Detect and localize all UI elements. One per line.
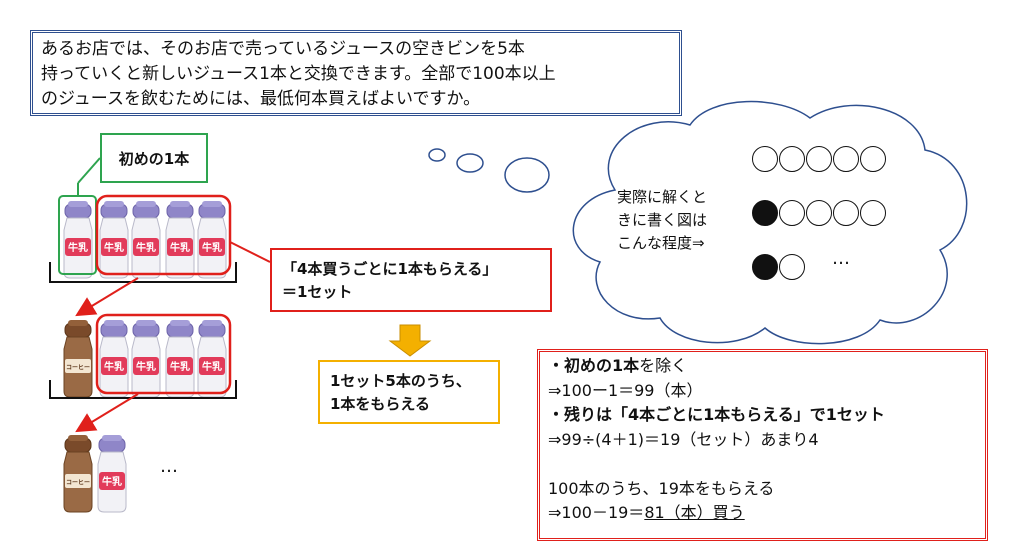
set-line-1: 「4本買うごとに1本もらえる」 — [282, 260, 498, 278]
empty-circle — [779, 146, 805, 172]
empty-circle — [860, 200, 886, 226]
empty-circle — [779, 200, 805, 226]
filled-circle — [752, 254, 778, 280]
solution-line-6-pre: ⇒100－19＝ — [548, 503, 645, 522]
empty-circle — [833, 200, 859, 226]
cloud-line-2: きに書く図は — [617, 211, 708, 229]
solution-line-1-bold: ・初めの1本 — [548, 356, 640, 375]
cloud-note: 実際に解くと きに書く図は こんな程度⇒ — [617, 186, 737, 255]
cloud-line-1: 実際に解くと — [617, 188, 708, 206]
first-bottle-label: 初めの1本 — [100, 133, 208, 183]
coffee-bottle-icon — [63, 319, 93, 398]
problem-line-3: のジュースを飲むためには、最低何本買えばよいですか。 — [41, 89, 481, 109]
empty-circle — [752, 146, 778, 172]
solution-box: ・初めの1本を除く ⇒100ー1＝99（本） ・残りは「4本ごとに1本もらえる」… — [537, 349, 988, 541]
row2-bracket — [49, 380, 237, 399]
bottles-ellipsis: … — [160, 456, 180, 477]
empty-circle — [806, 146, 832, 172]
set-result-box: 1セット5本のうち、 1本をもらえる — [318, 360, 500, 424]
problem-line-1: あるお店では、そのお店で売っているジュースの空きビンを5本 — [41, 39, 525, 59]
row3-bottles — [63, 434, 127, 513]
solution-line-6: ⇒100－19＝81（本）買う — [548, 501, 977, 526]
set-line-2: ＝1セット — [282, 283, 353, 301]
arrow-row1-to-row2 — [75, 277, 139, 317]
solution-line-2: ⇒100ー1＝99（本） — [548, 380, 703, 400]
milk-bottle-icon — [99, 319, 129, 398]
milk-bottle-icon — [131, 200, 161, 279]
milk-bottle-icon — [97, 434, 127, 513]
set-frame-row1 — [95, 194, 232, 276]
empty-circle — [806, 200, 832, 226]
result-line-2: 1本をもらえる — [330, 395, 430, 413]
set-frame-row2 — [95, 313, 232, 395]
milk-bottle-icon — [197, 319, 227, 398]
solution-line-1: ・初めの1本を除く — [548, 354, 977, 379]
milk-bottle-icon — [131, 319, 161, 398]
solution-line-5: 100本のうち、19本をもらえる — [548, 478, 775, 498]
solution-line-1-rest: を除く — [639, 356, 688, 375]
solution-spacer — [548, 452, 977, 477]
cloud-line-3: こんな程度⇒ — [617, 234, 705, 252]
milk-bottle-icon — [63, 200, 93, 279]
final-answer: 81（本）買う — [644, 503, 745, 522]
problem-line-2: 持っていくと新しいジュース1本と交換できます。全部で100本以上 — [41, 64, 556, 84]
set-definition-box: 「4本買うごとに1本もらえる」 ＝1セット — [270, 248, 552, 312]
milk-bottle-icon — [197, 200, 227, 279]
row2-bottles — [63, 319, 227, 398]
solution-line-4: ⇒99÷(4＋1)＝19（セット）あまり4 — [548, 429, 819, 449]
milk-bottle-icon — [165, 319, 195, 398]
arrow-row2-to-row3 — [75, 393, 139, 433]
row1-bracket — [49, 262, 237, 283]
coffee-bottle-icon — [63, 434, 93, 513]
problem-statement: あるお店では、そのお店で売っているジュースの空きビンを5本 持っていくと新しいジ… — [30, 30, 682, 116]
cloud-ellipsis: … — [832, 248, 852, 269]
filled-circle — [752, 200, 778, 226]
milk-bottle-icon — [165, 200, 195, 279]
row1-bottles — [63, 200, 227, 279]
milk-bottle-icon — [99, 200, 129, 279]
result-line-1: 1セット5本のうち、 — [330, 372, 471, 390]
empty-circle — [833, 146, 859, 172]
solution-line-3: ・残りは「4本ごとに1本もらえる」で1セット — [548, 405, 885, 424]
down-arrow-icon — [388, 324, 432, 357]
empty-circle — [779, 254, 805, 280]
empty-circle — [860, 146, 886, 172]
